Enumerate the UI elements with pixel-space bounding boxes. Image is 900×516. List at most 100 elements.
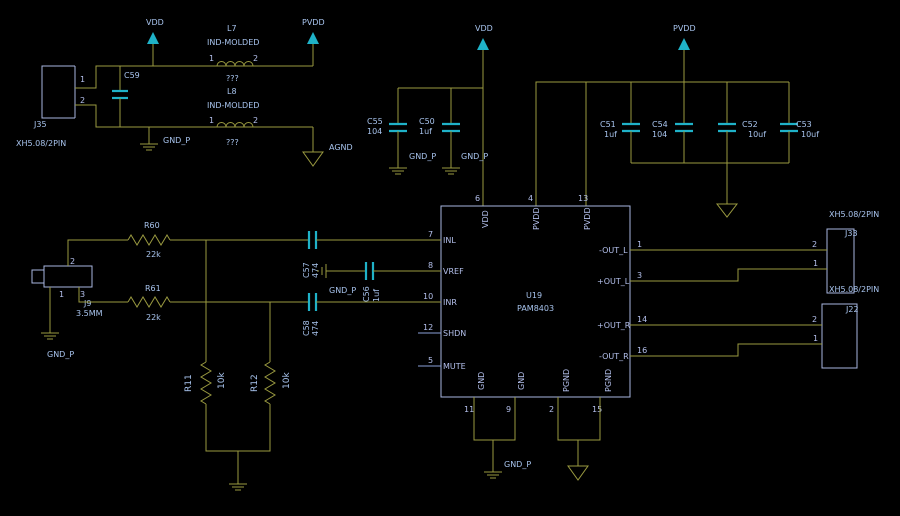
svg-text:GND_P: GND_P [409,152,436,161]
r61-resistor: R61 22k [127,284,171,322]
svg-text:XH5.08/2PIN: XH5.08/2PIN [16,139,66,148]
gnd-p-symbol-1: GND_P [140,127,190,151]
gnd-p-symbol-3: GND_P [442,152,488,175]
c58-capacitor: C58 474 [302,293,402,336]
vdd-power-symbol-2: VDD [475,24,493,50]
svg-text:9: 9 [506,405,511,414]
r11-resistor: R11 10k [184,361,227,405]
svg-text:104: 104 [652,130,667,139]
svg-text:1: 1 [813,259,818,268]
svg-text:3: 3 [637,271,642,280]
c51-capacitor: C51 1uf [600,120,640,139]
svg-text:1: 1 [80,75,85,84]
svg-text:C50: C50 [419,117,435,126]
r60-resistor: R60 22k [127,221,171,259]
svg-text:L7: L7 [227,24,237,33]
svg-text:J22: J22 [845,305,859,314]
j9-audio-jack: 2 1 3 J9 3.5MM [31,257,103,318]
svg-text:SHDN: SHDN [443,329,466,338]
svg-text:VDD: VDD [475,24,493,33]
svg-text:IND-MOLDED: IND-MOLDED [207,101,259,110]
svg-text:C53: C53 [796,120,812,129]
svg-text:10k: 10k [282,372,292,389]
svg-text:4: 4 [528,194,533,203]
svg-text:-OUT_R: -OUT_R [599,352,629,361]
svg-text:8: 8 [428,261,433,270]
j22-speaker-connector: 2 1 J22 XH5.08/2PIN [667,285,879,369]
gnd-p-symbol-5: GND_P [41,332,74,359]
svg-text:474: 474 [311,263,320,278]
svg-text:1uf: 1uf [372,289,381,302]
pvdd-power-symbol-2: PVDD [673,24,696,50]
c52-capacitor: C52 10uf [718,120,766,139]
svg-text:C51: C51 [600,120,616,129]
c55-capacitor: C55 104 [367,117,407,168]
svg-text:J35: J35 [33,120,47,129]
svg-text:GND_P: GND_P [163,136,190,145]
svg-text:22k: 22k [146,313,161,322]
svg-text:11: 11 [464,405,474,414]
svg-text:+OUT_L: +OUT_L [597,277,630,286]
svg-text:C55: C55 [367,117,383,126]
svg-text:PVDD: PVDD [532,207,541,230]
svg-text:5: 5 [428,356,433,365]
svg-text:1uf: 1uf [419,127,432,136]
svg-text:1: 1 [813,334,818,343]
svg-text:PGND: PGND [604,369,613,392]
vdd-decoupling-section: VDD C55 104 C50 1uf GND_P [367,24,493,206]
svg-text:R60: R60 [144,221,160,230]
c59-capacitor: C59 [112,66,140,127]
svg-text:R12: R12 [250,374,260,392]
svg-text:VREF: VREF [443,267,464,276]
svg-text:474: 474 [311,321,320,336]
svg-text:GND: GND [477,372,486,390]
svg-text:C58: C58 [302,320,311,336]
svg-text:MUTE: MUTE [443,362,466,371]
svg-text:2: 2 [253,54,258,63]
svg-text:C52: C52 [742,120,758,129]
j35-connector: 1 2 J35 XH5.08/2PIN [16,65,85,148]
svg-text:PAM8403: PAM8403 [517,304,554,313]
svg-text:10: 10 [423,292,433,301]
svg-text:2: 2 [812,315,817,324]
svg-text:PVDD: PVDD [302,18,325,27]
svg-text:GND_P: GND_P [329,286,356,295]
j33-speaker-connector: 2 1 J33 XH5.08/2PIN [667,210,879,294]
svg-text:16: 16 [637,346,647,355]
power-input-section: VDD PVDD 1 2 J35 XH5.08/2PIN C59 [16,18,353,167]
svg-text:INL: INL [443,236,456,245]
svg-text:???: ??? [226,138,239,147]
svg-text:3: 3 [80,290,85,299]
c56-capacitor: C56 1uf [326,262,402,302]
gnd-p-symbol-4: GND_P [484,460,531,479]
svg-text:GND_P: GND_P [47,350,74,359]
svg-text:U19: U19 [526,291,542,300]
svg-text:15: 15 [592,405,602,414]
svg-text:C57: C57 [302,262,311,278]
pvdd-decoupling-section: PVDD C51 1uf C54 104 C52 10uf [535,24,819,218]
svg-text:-OUT_L: -OUT_L [599,246,628,255]
pvdd-power-symbol: PVDD [302,18,325,66]
gnd-p-symbol-2: GND_P [389,152,436,175]
svg-text:6: 6 [475,194,480,203]
svg-text:PGND: PGND [562,369,571,392]
svg-text:1: 1 [59,290,64,299]
svg-text:GND_P: GND_P [461,152,488,161]
svg-text:7: 7 [428,230,433,239]
svg-text:GND_P: GND_P [504,460,531,469]
svg-text:C54: C54 [652,120,668,129]
svg-text:C59: C59 [124,71,140,80]
svg-text:22k: 22k [146,250,161,259]
svg-text:12: 12 [423,323,433,332]
svg-text:XH5.08/2PIN: XH5.08/2PIN [829,210,879,219]
svg-text:10uf: 10uf [801,130,819,139]
c53-capacitor: C53 10uf [780,120,819,139]
svg-text:3.5MM: 3.5MM [76,309,103,318]
svg-text:10uf: 10uf [748,130,766,139]
svg-text:2: 2 [80,96,85,105]
c57-capacitor: C57 474 [302,231,402,278]
svg-text:+OUT_R: +OUT_R [597,321,631,330]
svg-text:2: 2 [70,257,75,266]
svg-text:VDD: VDD [481,210,490,228]
